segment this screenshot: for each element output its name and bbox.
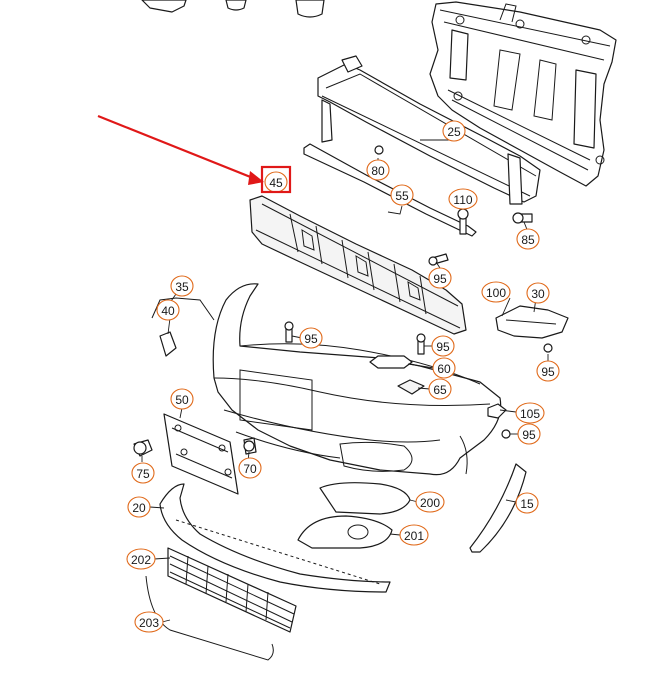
callout-label: 105 <box>520 407 540 421</box>
license-plate-bracket <box>163 413 239 495</box>
callout-bubble <box>170 388 194 410</box>
arch-trim <box>469 463 527 553</box>
callout-45: 45 <box>264 171 288 193</box>
callout-bubble <box>481 281 511 303</box>
callout-bubble <box>366 159 390 181</box>
callout-203: 203 <box>134 611 164 633</box>
callout-bubble <box>536 360 560 382</box>
callout-65: 65 <box>428 378 452 400</box>
callout-label: 55 <box>395 189 409 203</box>
callout-label: 30 <box>531 287 545 301</box>
callout-label: 85 <box>521 233 535 247</box>
callout-85: 85 <box>516 228 540 250</box>
callout-label: 65 <box>433 383 447 397</box>
callout-55: 55 <box>390 184 414 206</box>
bumper-reinforcement <box>317 55 541 205</box>
callout-60: 60 <box>432 357 456 379</box>
callout-202: 202 <box>126 548 156 570</box>
callout-label: 25 <box>447 125 461 139</box>
bumper-cover <box>212 283 502 476</box>
callout-label: 201 <box>404 529 424 543</box>
callout-bubble <box>126 548 156 570</box>
callout-25: 25 <box>442 120 466 142</box>
callout-50: 50 <box>170 388 194 410</box>
lower-grilles <box>297 482 411 549</box>
callout-bubble <box>515 492 539 514</box>
callout-label: 95 <box>541 365 555 379</box>
callout-15: 15 <box>515 492 539 514</box>
callout-label: 75 <box>136 467 150 481</box>
callout-bubble <box>415 491 445 513</box>
callout-label: 110 <box>453 193 472 207</box>
callout-label: 203 <box>139 616 159 630</box>
callout-bubble <box>526 282 550 304</box>
callout-70: 70 <box>238 457 262 479</box>
callout-label: 20 <box>132 501 146 515</box>
callout-label: 95 <box>522 428 536 442</box>
callout-201: 201 <box>399 524 429 546</box>
callout-bubble <box>428 378 452 400</box>
callout-bubble <box>432 357 456 379</box>
callout-label: 45 <box>269 176 283 190</box>
callout-label: 40 <box>161 304 175 318</box>
callout-label: 80 <box>371 164 385 178</box>
callout-40: 40 <box>156 299 180 321</box>
callout-bubble <box>431 335 455 357</box>
callout-label: 35 <box>175 280 189 294</box>
callout-label: 95 <box>433 272 447 286</box>
lower-grille <box>167 547 297 633</box>
callout-label: 50 <box>175 393 189 407</box>
callout-label: 70 <box>243 462 257 476</box>
callout-30: 30 <box>526 282 550 304</box>
callout-label: 100 <box>486 286 506 300</box>
clips <box>133 437 257 457</box>
callout-20: 20 <box>127 496 151 518</box>
front-carrier <box>429 1 617 187</box>
pointer-arrow <box>97 114 264 185</box>
callout-bubble <box>442 120 466 142</box>
callout-95: 95 <box>428 267 452 289</box>
callout-95: 95 <box>517 423 541 445</box>
trim-strip <box>303 143 477 237</box>
callout-bubble <box>299 327 323 349</box>
side-brackets <box>487 305 569 439</box>
callout-75: 75 <box>131 462 155 484</box>
lower-trim-strip <box>145 575 274 661</box>
callout-80: 80 <box>366 159 390 181</box>
callout-bubble <box>390 184 414 206</box>
callout-bubble <box>399 524 429 546</box>
callout-bubble <box>156 299 180 321</box>
callout-label: 95 <box>304 332 318 346</box>
fasteners-upper <box>374 145 533 266</box>
callout-label: 95 <box>436 340 450 354</box>
callout-100: 100 <box>481 281 511 303</box>
highlight-box <box>260 165 292 194</box>
callout-bubble <box>516 228 540 250</box>
callout-label: 15 <box>520 497 534 511</box>
callout-bubble <box>238 457 262 479</box>
callout-105: 105 <box>515 402 545 424</box>
callout-35: 35 <box>170 275 194 297</box>
callout-label: 202 <box>131 553 151 567</box>
callout-95: 95 <box>431 335 455 357</box>
callout-label: 60 <box>437 362 451 376</box>
callout-110: 110 <box>448 188 478 210</box>
callout-bubble <box>127 496 151 518</box>
callout-bubble <box>448 188 478 210</box>
impact-absorber <box>249 195 467 335</box>
spoiler-lip <box>159 483 391 593</box>
callout-95: 95 <box>299 327 323 349</box>
callout-bubble <box>515 402 545 424</box>
callout-95: 95 <box>536 360 560 382</box>
callout-bubble <box>517 423 541 445</box>
callout-bubble <box>170 275 194 297</box>
callout-200: 200 <box>415 491 445 513</box>
callout-bubble <box>428 267 452 289</box>
callout-bubble <box>134 611 164 633</box>
top-fragments <box>141 0 325 18</box>
callout-label: 200 <box>420 496 440 510</box>
callout-bubble <box>131 462 155 484</box>
